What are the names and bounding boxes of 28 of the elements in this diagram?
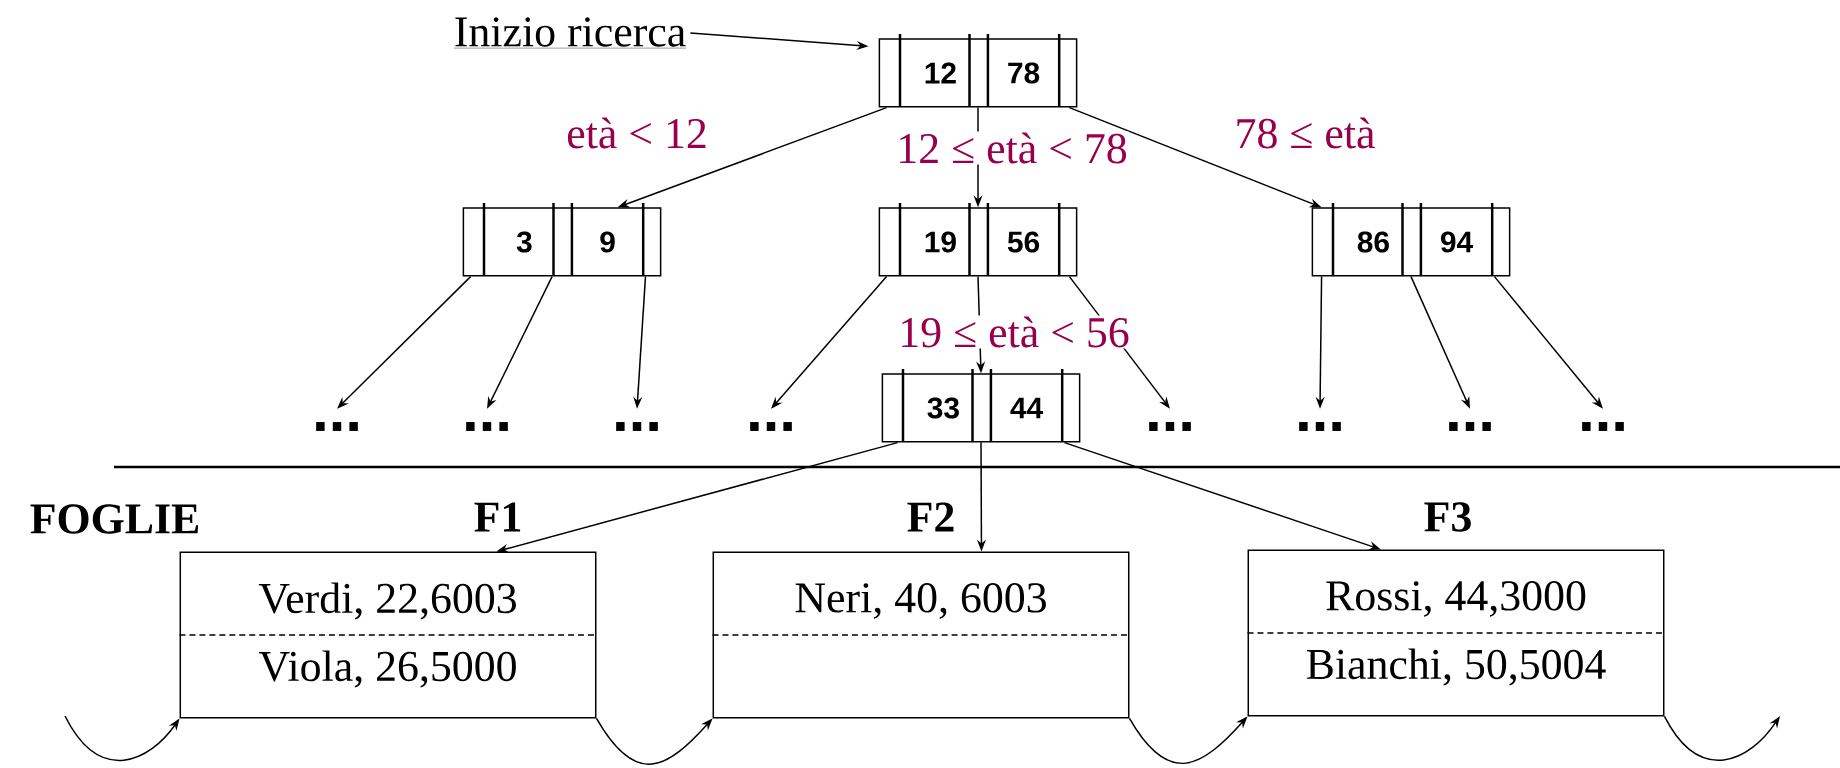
ellipsis: ...	[1449, 422, 1491, 431]
leaf-box: Rossi, 44,3000 Bianchi, 50,5004	[1246, 549, 1666, 717]
ellipsis: ...	[316, 422, 358, 431]
ellipsis: ...	[466, 422, 508, 431]
index-node: 86 94	[1311, 203, 1511, 277]
leaf-name: F2	[907, 502, 954, 532]
ellipsis: ...	[750, 422, 792, 431]
arrow	[1663, 715, 1780, 761]
index-node: 33 44	[881, 369, 1081, 443]
edge-label: 19 ≤ età < 56	[897, 315, 1131, 349]
index-node: 12 78	[878, 34, 1078, 108]
start-label: Inizio ricerca	[453, 17, 687, 49]
leaf-name: F1	[474, 502, 521, 532]
ellipsis: ...	[1582, 422, 1624, 431]
leaf-box: Verdi, 22,6003 Viola, 26,5000	[178, 551, 598, 719]
section-label: FOGLIE	[30, 504, 199, 534]
ellipsis: ...	[1299, 422, 1341, 431]
arrow	[337, 275, 472, 409]
index-node: 3 9	[462, 203, 662, 277]
index-node: 19 56	[878, 203, 1078, 277]
arrow	[64, 715, 180, 761]
edge-label: 12 ≤ età < 78	[895, 131, 1129, 165]
ellipsis: ...	[1149, 422, 1191, 431]
edge-label: 78 ≤ età	[1233, 116, 1377, 150]
leaf-box: Neri, 40, 6003	[711, 551, 1131, 719]
leaf-name: F3	[1424, 502, 1471, 532]
ellipsis: ...	[616, 422, 658, 431]
edge-label: età < 12	[565, 116, 709, 150]
